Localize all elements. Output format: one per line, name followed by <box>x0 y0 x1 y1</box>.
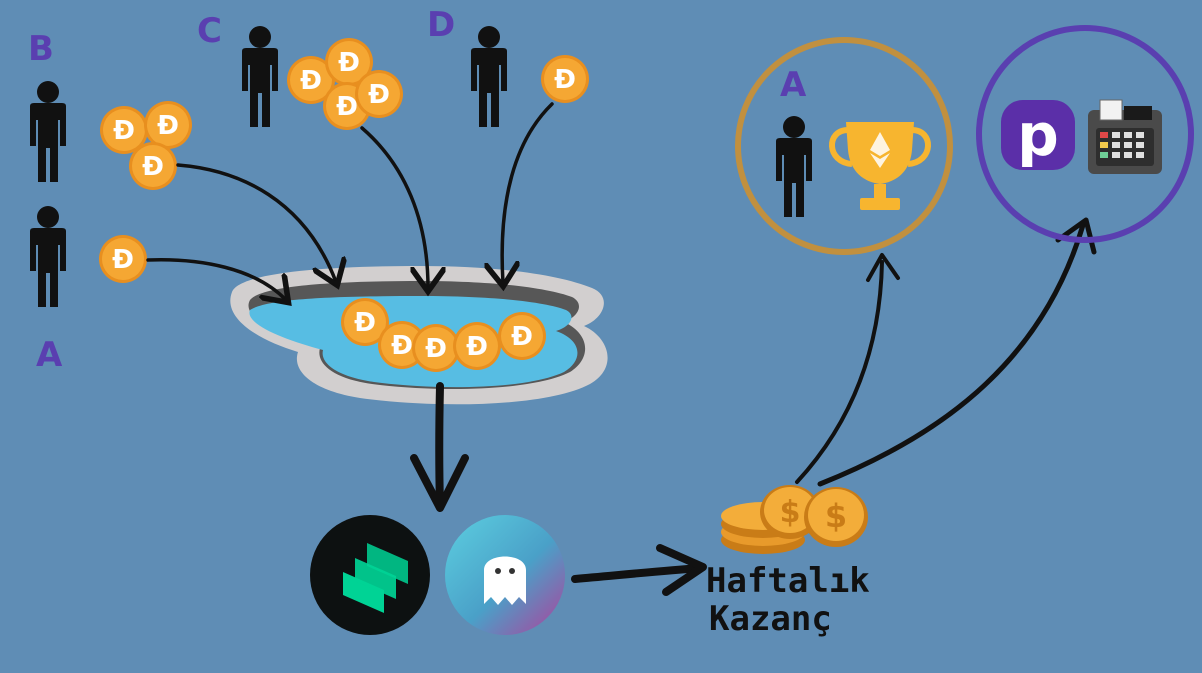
coin-icon: Ð <box>99 235 147 283</box>
coin-icon: Ð <box>287 56 335 104</box>
coin-icon: Ð <box>453 322 501 370</box>
gold-coins-stack-icon: $ $ <box>721 485 868 554</box>
participant-d-label: D <box>427 5 455 45</box>
trophy-icon <box>829 122 931 210</box>
coin-glyph: Ð <box>142 152 164 182</box>
winner-arrow-head <box>866 253 900 282</box>
coin-glyph: Ð <box>113 116 135 146</box>
winner-arrow <box>795 260 884 484</box>
ghost-logo-icon <box>445 515 565 635</box>
coin-icon: Ð <box>412 324 460 372</box>
coin-icon: Ð <box>355 70 403 118</box>
coin-glyph: Ð <box>354 308 376 338</box>
coin-icon: Ð <box>100 106 148 154</box>
svg-text:p: p <box>1017 101 1059 169</box>
participant-c-label: C <box>197 11 222 51</box>
coin-icon: Ð <box>323 82 371 130</box>
platform-arrow <box>817 222 1086 487</box>
coin-glyph: Ð <box>554 65 576 95</box>
person-a-icon <box>30 206 66 307</box>
weekly-earnings-line2: Kazanç <box>709 599 832 639</box>
coin-icon: Ð <box>541 55 589 103</box>
coin-glyph: Ð <box>300 66 322 96</box>
coin-icon: Ð <box>341 298 389 346</box>
coin-glyph: Ð <box>425 334 447 364</box>
coin-icon: Ð <box>498 312 546 360</box>
coin-glyph: Ð <box>157 111 179 141</box>
coin-glyph: Ð <box>368 80 390 110</box>
right-arrow <box>571 564 704 583</box>
p-logo-icon: p <box>1001 100 1075 170</box>
winner-person-icon <box>776 116 812 217</box>
winner-ring <box>735 37 953 255</box>
coin-glyph: Ð <box>391 331 413 361</box>
person-d-icon <box>471 26 507 127</box>
participant-a-label: A <box>36 335 63 375</box>
deposit-arrow-a <box>146 258 286 300</box>
coin-glyph: Ð <box>338 48 360 78</box>
person-b-icon <box>30 81 66 182</box>
compound-logo-icon <box>310 515 430 635</box>
deposit-arrow-b <box>176 163 336 282</box>
coin-icon: Ð <box>378 321 426 369</box>
coin-glyph: Ð <box>511 322 533 352</box>
right-arrow-head <box>656 544 707 596</box>
down-arrow-head <box>410 454 469 512</box>
coin-icon: Ð <box>325 38 373 86</box>
cash-register-icon <box>1088 99 1162 174</box>
coin-glyph: Ð <box>466 332 488 362</box>
platform-ring <box>976 25 1194 243</box>
svg-text:$: $ <box>825 497 847 535</box>
coin-glyph: Ð <box>112 245 134 275</box>
person-c-icon <box>242 26 278 127</box>
winner-label: A <box>780 65 807 105</box>
deposit-arrow-c <box>360 126 428 288</box>
down-arrow <box>435 382 444 509</box>
coin-icon: Ð <box>144 101 192 149</box>
participant-b-label: B <box>28 29 54 69</box>
coin-icon: Ð <box>129 142 177 190</box>
deposit-arrow-d <box>502 102 554 283</box>
weekly-earnings-line1: Haftalık <box>706 561 870 601</box>
coin-glyph: Ð <box>336 92 358 122</box>
svg-text:$: $ <box>780 495 801 530</box>
